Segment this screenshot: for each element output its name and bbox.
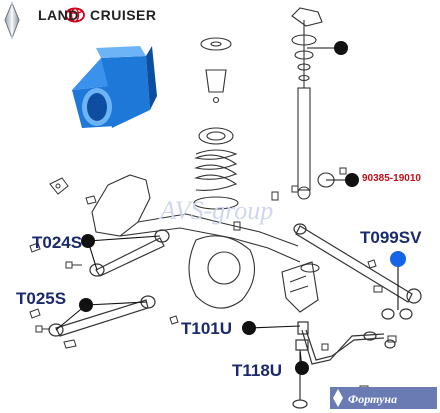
callout-dot-t118u [295, 361, 309, 375]
callout-dot-t024s [81, 234, 95, 248]
label-t025s: T025S [16, 289, 67, 308]
callout-dot-upper-mount [334, 41, 348, 55]
stabilizer-bushing-image [72, 46, 157, 128]
fortuna-logo-badge [330, 387, 437, 409]
callout-dot-t025s [79, 298, 93, 312]
watermark-text: AVS-group [160, 196, 274, 225]
coil-spring-drawing [193, 37, 239, 210]
label-t099sv: T099SV [360, 228, 422, 247]
brand-land: LAND [38, 7, 79, 23]
callout-dot-t101u [242, 321, 256, 335]
shock-absorber-drawing [291, 7, 335, 200]
rear-axle-housing-drawing [91, 174, 320, 313]
label-t118u: T118U [232, 361, 283, 380]
part-number-90385: 90385-19010 [362, 173, 421, 184]
stabilizer-bar-drawing [292, 321, 396, 409]
label-t024s: T024S [32, 233, 83, 252]
fasteners-drawing [29, 167, 397, 393]
callout-dot-t099sv [390, 251, 406, 267]
fortuna-logo-text: Фортуна [348, 392, 398, 406]
callout-dot-90385 [345, 173, 359, 187]
brand-emblem-icon [4, 1, 20, 40]
brand-cruiser: CRUISER [90, 7, 157, 23]
label-t101u: T101U [181, 319, 233, 338]
toyota-logo-icon [65, 7, 85, 23]
